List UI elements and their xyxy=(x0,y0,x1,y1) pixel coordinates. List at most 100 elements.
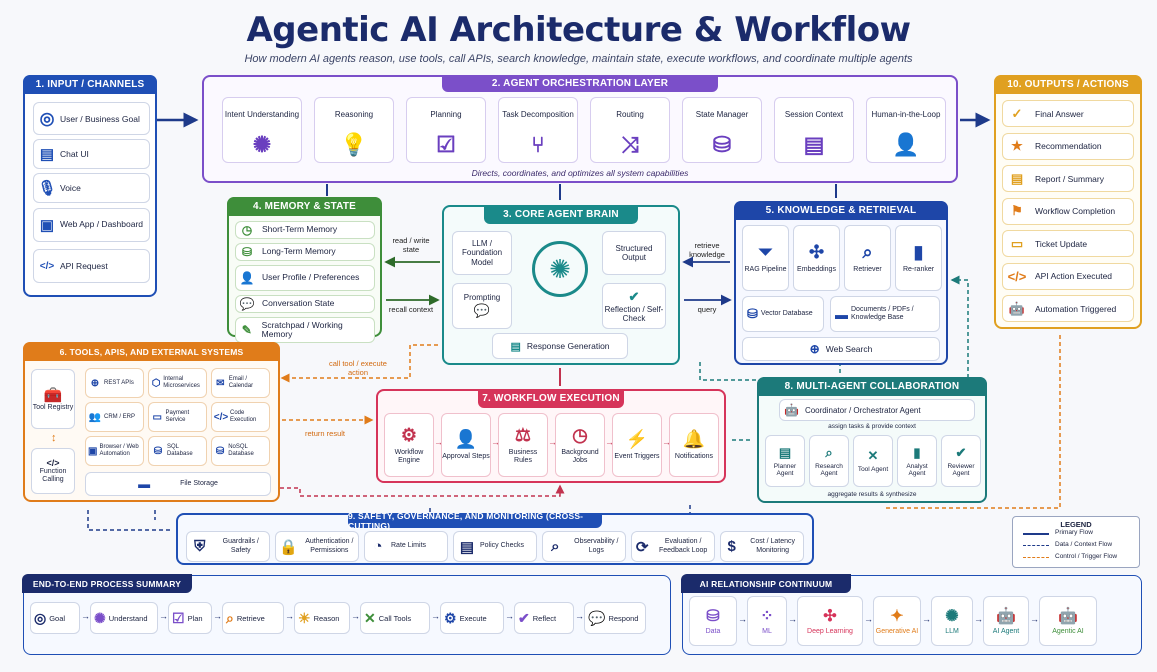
orchestration-item[interactable]: Planning ☑ xyxy=(406,97,486,163)
process-step[interactable]: ⌕ Retrieve xyxy=(222,602,284,634)
workflow-item[interactable]: ⚖ Business Rules xyxy=(498,413,548,477)
memory-item[interactable]: 👤 User Profile / Preferences xyxy=(235,265,375,291)
process-step[interactable]: 💬 Respond xyxy=(584,602,646,634)
coordinator-card[interactable]: 🤖 Coordinator / Orchestrator Agent xyxy=(779,399,975,421)
process-step[interactable]: ✺ Understand xyxy=(90,602,158,634)
process-step[interactable]: ⚙ Execute xyxy=(440,602,504,634)
workflow-item[interactable]: ◷ Background Jobs xyxy=(555,413,605,477)
output-item[interactable]: ▭ Ticket Update xyxy=(1002,230,1134,257)
continuum-step[interactable]: 🤖 AI Agent xyxy=(983,596,1029,646)
process-step[interactable]: ☑ Plan xyxy=(168,602,212,634)
output-item[interactable]: </> API Action Executed xyxy=(1002,262,1134,290)
shield-check-icon: ✔ xyxy=(628,288,640,304)
tool-item[interactable]: ⛁ NoSQL Database xyxy=(211,436,270,466)
orchestration-item[interactable]: State Manager ⛁ xyxy=(682,97,762,163)
response-generation-card[interactable]: ▤ Response Generation xyxy=(492,333,628,359)
clipboard-icon: ▤ xyxy=(778,444,792,460)
input-item-voice[interactable]: 🎙 Voice xyxy=(33,173,150,203)
safety-item[interactable]: ⌕ Observability / Logs xyxy=(542,531,626,562)
continuum-step[interactable]: ⛁ Data xyxy=(689,596,737,646)
memory-item[interactable]: ⛁ Long-Term Memory xyxy=(235,243,375,261)
orchestration-item[interactable]: Intent Understanding ✺ xyxy=(222,97,302,163)
continuum-step[interactable]: ✣ Deep Learning xyxy=(797,596,863,646)
process-step[interactable]: ◎ Goal xyxy=(30,602,80,634)
tool-item[interactable]: ⛁ SQL Database xyxy=(148,436,207,466)
process-step[interactable]: ✕ Call Tools xyxy=(360,602,430,634)
tool-item-label: Internal Microservices xyxy=(163,376,200,389)
continuum-step[interactable]: 🤖 Agentic AI xyxy=(1039,596,1097,646)
reflection-card[interactable]: ✔ Reflection / Self-Check xyxy=(602,283,666,329)
input-item-goal[interactable]: ◎ User / Business Goal xyxy=(33,102,150,135)
safety-item[interactable]: ⛨ Guardrails / Safety xyxy=(186,531,270,562)
agent-item[interactable]: ▤ Planner Agent xyxy=(765,435,805,487)
function-calling-card[interactable]: </> Function Calling xyxy=(31,448,75,494)
tool-item[interactable]: ▣ Browser / Web Automation xyxy=(85,436,144,466)
prompting-card[interactable]: Prompting 💬 xyxy=(452,283,512,329)
clock-icon: ◷ xyxy=(241,223,253,237)
orchestration-item[interactable]: Human-in-the-Loop 👤 xyxy=(866,97,946,163)
output-item[interactable]: ✓ Final Answer xyxy=(1002,100,1134,127)
tool-item[interactable]: ⬡ Internal Microservices xyxy=(148,368,207,398)
tool-item[interactable]: ⊕ REST APIs xyxy=(85,368,144,398)
orchestration-item-label: Session Context xyxy=(784,110,844,120)
output-item[interactable]: ★ Recommendation xyxy=(1002,132,1134,160)
safety-item[interactable]: $ Cost / Latency Monitoring xyxy=(720,531,804,562)
aggregate-note: aggregate results & synthesize xyxy=(827,491,917,498)
workflow-item[interactable]: ⚙ Workflow Engine xyxy=(384,413,434,477)
search-icon: ⌕ xyxy=(825,444,833,460)
knowledge-item[interactable]: ✣ Embeddings xyxy=(793,225,840,291)
knowledge-item-label: Re-ranker xyxy=(902,265,935,273)
safety-item[interactable]: ▤ Policy Checks xyxy=(453,531,537,562)
safety-item[interactable]: ⟳ Evaluation / Feedback Loop xyxy=(631,531,715,562)
tool-item[interactable]: ✉ Email / Calendar xyxy=(211,368,270,398)
memory-item[interactable]: 💬 Conversation State xyxy=(235,295,375,313)
input-item-webapp[interactable]: ▣ Web App / Dashboard xyxy=(33,208,150,242)
knowledge-item[interactable]: ⌕ Retriever xyxy=(844,225,891,291)
continuum-step-label: ML xyxy=(762,627,772,635)
output-item[interactable]: 🤖 Automation Triggered xyxy=(1002,295,1134,322)
workflow-item[interactable]: 👤 Approval Steps xyxy=(441,413,491,477)
tool-item[interactable]: 👥 CRM / ERP xyxy=(85,402,144,432)
llm-card[interactable]: LLM / Foundation Model xyxy=(452,231,512,275)
orchestration-item[interactable]: Session Context ▤ xyxy=(774,97,854,163)
agent-item[interactable]: ✕ Tool Agent xyxy=(853,435,893,487)
outputs-panel: 10. OUTPUTS / ACTIONS ✓ Final Answer ★ R… xyxy=(994,75,1142,329)
sql-database-icon: ⛁ xyxy=(153,445,163,457)
continuum-step[interactable]: ✦ Generative AI xyxy=(873,596,921,646)
process-step[interactable]: ☀ Reason xyxy=(294,602,350,634)
memory-item[interactable]: ✎ Scratchpad / Working Memory xyxy=(235,317,375,343)
workflow-panel: 7. WORKFLOW EXECUTION ⚙ Workflow Engine→… xyxy=(376,389,726,483)
agent-item[interactable]: ▮ Analyst Agent xyxy=(897,435,937,487)
safety-item[interactable]: ◔ Rate Limits xyxy=(364,531,448,562)
output-item[interactable]: ▤ Report / Summary xyxy=(1002,165,1134,192)
process-step[interactable]: ✔ Reflect xyxy=(514,602,574,634)
continuum-step[interactable]: ✺ LLM xyxy=(931,596,973,646)
shield-icon: ⛨ xyxy=(194,538,206,555)
agent-item[interactable]: ⌕ Research Agent xyxy=(809,435,849,487)
agent-item[interactable]: ✔ Reviewer Agent xyxy=(941,435,981,487)
safety-item[interactable]: 🔒 Authentication / Permissions xyxy=(275,531,359,562)
people-icon: 👥 xyxy=(88,411,102,423)
orchestration-item[interactable]: Routing ⤨ xyxy=(590,97,670,163)
tool-item-label: Payment Service xyxy=(165,410,190,423)
documents-card[interactable]: ▬ Documents / PDFs / Knowledge Base xyxy=(830,296,940,332)
workflow-item[interactable]: ⚡ Event Triggers xyxy=(612,413,662,477)
tool-registry-card[interactable]: 🧰 Tool Registry xyxy=(31,369,75,429)
continuum-step[interactable]: ⁘ ML xyxy=(747,596,787,646)
tool-item[interactable]: ▭ Payment Service xyxy=(148,402,207,432)
output-item[interactable]: ⚑ Workflow Completion xyxy=(1002,197,1134,225)
web-search-card[interactable]: ⊕ Web Search xyxy=(742,337,940,361)
legend-title: LEGEND xyxy=(1060,520,1092,529)
knowledge-item[interactable]: ▮ Re-ranker xyxy=(895,225,942,291)
tool-item[interactable]: </> Code Execution xyxy=(211,402,270,432)
orchestration-item[interactable]: Task Decomposition ⑂ xyxy=(498,97,578,163)
structured-output-card[interactable]: Structured Output xyxy=(602,231,666,275)
memory-item[interactable]: ◷ Short-Term Memory xyxy=(235,221,375,239)
file-storage-card[interactable]: ▬ File Storage xyxy=(85,472,271,496)
input-item-chat[interactable]: ▤ Chat UI xyxy=(33,139,150,169)
workflow-item[interactable]: 🔔 Notifications xyxy=(669,413,719,477)
orchestration-item[interactable]: Reasoning 💡 xyxy=(314,97,394,163)
vector-database-card[interactable]: ⛁ Vector Database xyxy=(742,296,824,332)
input-item-api[interactable]: </> API Request xyxy=(33,249,150,283)
knowledge-item[interactable]: ⏷ RAG Pipeline xyxy=(742,225,789,291)
